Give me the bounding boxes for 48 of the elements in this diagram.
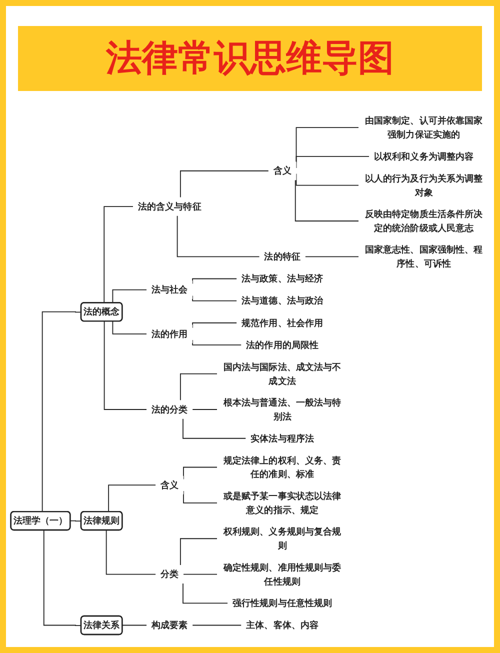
- connector: [176, 215, 260, 258]
- node-text: 强行性规则与任意性规则: [232, 598, 332, 608]
- node-text: 法的含义与特征: [138, 200, 202, 212]
- node-text: 或是赋予某一事实状态以法律意义的指示、规定: [223, 490, 342, 516]
- node-text: 反映由特定物质生活条件所决定的统治阶级或人民意志: [364, 208, 483, 234]
- connector: [294, 180, 359, 222]
- connector: [106, 530, 156, 575]
- node-text: 由国家制定、认可并依靠国家强制力保证实施的: [364, 115, 483, 140]
- connector: [180, 373, 218, 401]
- connector: [104, 320, 148, 410]
- node-text: 规定法律上的权利、义务、责任的准则、标准: [223, 454, 342, 480]
- connector: [112, 320, 148, 334]
- node-text: 实体法与程序法: [250, 432, 314, 444]
- connector: [183, 574, 218, 575]
- node-text: 构成要素: [151, 620, 188, 631]
- connector: [192, 624, 242, 626]
- node-text: 法的分类: [151, 404, 188, 415]
- node-text: 权利规则、义务规则与复合规则: [223, 526, 342, 551]
- node-text: 法与道德、法与政治: [242, 295, 324, 306]
- node-text: 含义: [160, 480, 179, 490]
- node-text: 法与政策、法与经济: [242, 273, 324, 284]
- node-text: 法的作用的局限性: [246, 339, 319, 350]
- node-text: 法的特征: [264, 251, 300, 262]
- node-text: 确定性规则、准用性规则与委任性规则: [223, 562, 342, 586]
- connector: [180, 538, 218, 566]
- node-text: 国家意志性、国家强制性、程序性、可诉性: [364, 244, 483, 269]
- connector: [43, 530, 82, 626]
- connector: [180, 170, 269, 198]
- connector: [108, 484, 156, 512]
- connector: [70, 520, 82, 522]
- connector: [182, 418, 246, 439]
- node-text: 根本法与普通法、一般法与特别法: [223, 397, 342, 422]
- node-text: 以权利和义务为调整内容: [374, 150, 474, 162]
- node-text: 以人的行为及行为关系为调整对象: [364, 172, 483, 198]
- connector: [192, 409, 218, 410]
- connector: [304, 256, 359, 258]
- connector: [182, 583, 228, 604]
- connector: [42, 311, 82, 512]
- connector: [104, 206, 134, 304]
- connector: [112, 289, 148, 304]
- node-text: 主体、客体、内容: [246, 620, 319, 631]
- connector: [122, 624, 148, 626]
- node-text: 国内法与国际法、成文法与不成文法: [223, 361, 342, 386]
- node-text: 分类: [160, 568, 179, 580]
- node-text: 法的作用: [151, 328, 188, 340]
- title-banner: 法律常识思维导图: [18, 26, 482, 91]
- node-text: 规范作用、社会作用: [242, 317, 324, 328]
- node-text: 法与社会: [151, 284, 188, 296]
